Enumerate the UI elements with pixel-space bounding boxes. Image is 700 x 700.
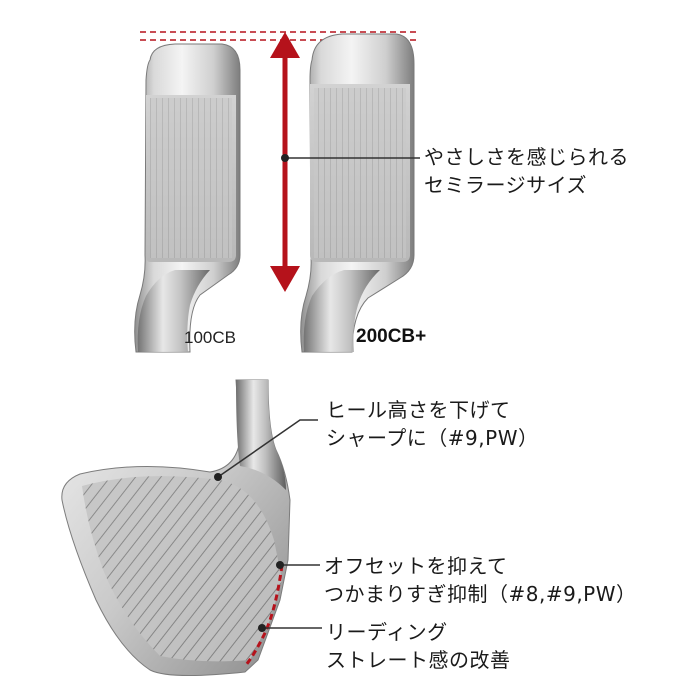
annotation-size: やさしさを感じられる セミラージサイズ — [424, 143, 629, 199]
annotation-leading-line-1: リーディング — [326, 620, 448, 644]
annotation-heel: ヒール高さを下げて シャープに（#9,PW） — [326, 396, 538, 452]
leading-edge-dashed-line — [244, 564, 284, 666]
annotation-heel-line-2: シャープに（#9,PW） — [326, 426, 539, 450]
annotation-leading-line-2: ストレート感の改善 — [326, 648, 511, 672]
annotation-size-line-1: やさしさを感じられる — [424, 145, 629, 169]
size-leader-dot — [281, 154, 289, 162]
annotation-offset: オフセットを抑えて つかまりすぎ抑制（#8,#9,PW） — [324, 552, 637, 608]
annotation-offset-line-2: つかまりすぎ抑制（#8,#9,PW） — [324, 582, 637, 606]
iron-100cb — [134, 43, 241, 353]
heel-leader-dot — [214, 473, 222, 481]
annotation-heel-line-1: ヒール高さを下げて — [326, 398, 511, 422]
iron-200cb-plus — [300, 33, 415, 353]
offset-leader-dot — [276, 561, 284, 569]
annotation-offset-line-1: オフセットを抑えて — [324, 554, 508, 578]
annotation-leading: リーディング ストレート感の改善 — [326, 618, 511, 674]
annotation-size-line-2: セミラージサイズ — [424, 173, 587, 197]
heel-leader-line — [217, 419, 318, 478]
wedge-head — [61, 379, 291, 677]
leading-leader-dot — [258, 624, 266, 632]
model-label-100cb: 100CB — [184, 328, 236, 347]
model-label-200cb-plus: 200CB+ — [356, 326, 427, 347]
